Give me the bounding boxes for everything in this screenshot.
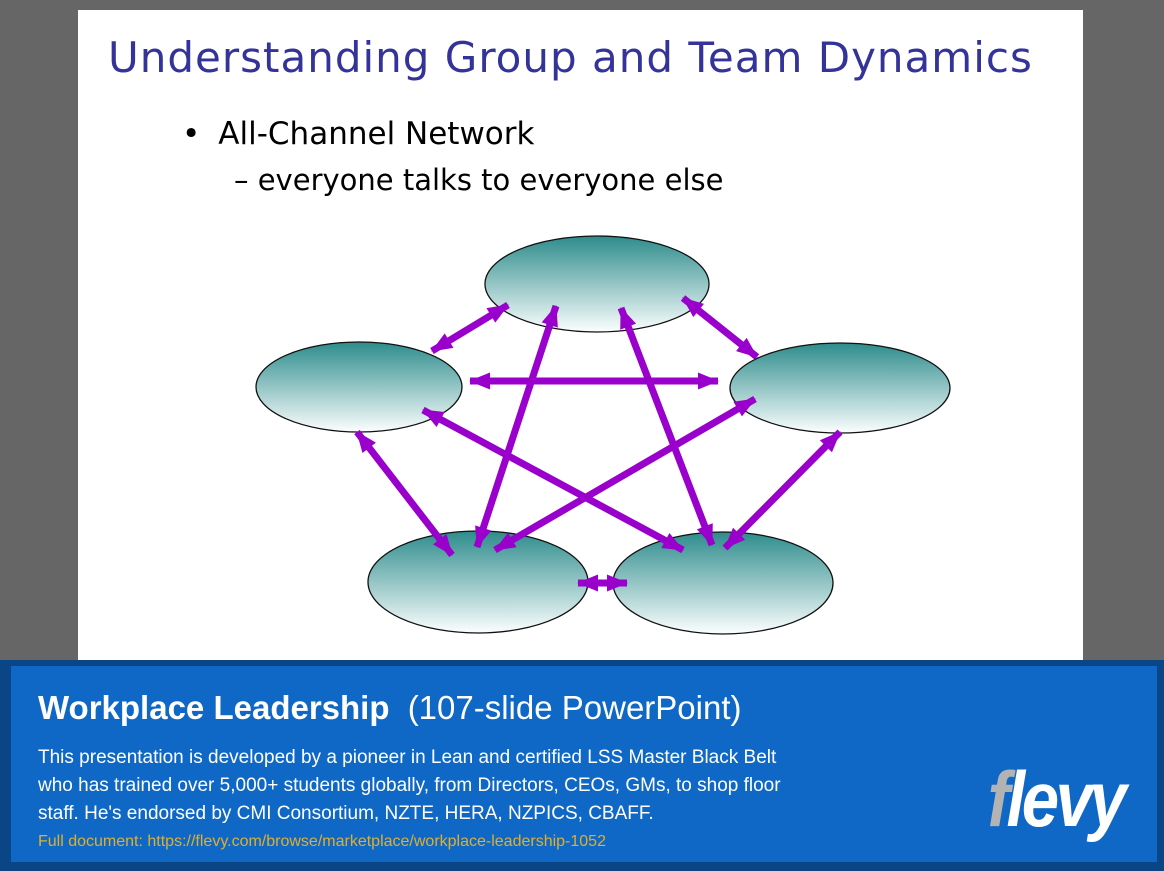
flevy-logo-levy: levy — [1006, 755, 1127, 843]
network-diagram — [255, 235, 951, 635]
slide-title: Understanding Group and Team Dynamics — [108, 33, 1033, 82]
network-link-top-right — [680, 295, 760, 360]
flevy-logo-f: f — [987, 755, 1010, 843]
bullet-text: All-Channel Network — [218, 116, 535, 152]
description-line: staff. He's endorsed by CMI Consortium, … — [38, 803, 654, 824]
document-title-name: Workplace Leadership — [38, 689, 390, 726]
banner-inner — [11, 666, 1157, 862]
network-link-top-bottom-left — [473, 304, 560, 549]
network-node-left — [255, 341, 463, 433]
network-link-left-bottom-right — [421, 406, 685, 554]
slide-preview: Understanding Group and Team Dynamics • … — [78, 10, 1083, 660]
network-link-left-bottom-left — [354, 429, 455, 558]
full-document-label: Full document: — [38, 833, 148, 850]
network-link-top-bottom-right — [617, 306, 716, 547]
document-description: This presentation is developed by a pion… — [38, 744, 781, 828]
bullet-dot: • — [182, 116, 201, 152]
diagram-nodes — [255, 235, 951, 635]
document-title: Workplace Leadership (107-slide PowerPoi… — [38, 688, 742, 728]
network-node-top — [484, 235, 710, 333]
sub-bullet-text: – everyone talks to everyone else — [234, 163, 724, 197]
document-title-meta: (107-slide PowerPoint) — [407, 689, 742, 726]
network-node-bottom-right — [612, 531, 834, 635]
full-document-line: Full document: https://flevy.com/browse/… — [38, 832, 606, 853]
diagram-links — [354, 295, 843, 592]
network-link-right-bottom-left — [493, 395, 757, 554]
full-document-link[interactable]: https://flevy.com/browse/marketplace/wor… — [147, 833, 606, 850]
bullet-item: • All-Channel Network — [182, 114, 534, 154]
network-node-right — [729, 342, 951, 434]
network-link-top-left — [430, 302, 510, 354]
description-line: who has trained over 5,000+ students glo… — [38, 775, 781, 796]
description-line: This presentation is developed by a pion… — [38, 747, 777, 768]
preview-banner: Workplace Leadership (107-slide PowerPoi… — [0, 660, 1164, 871]
network-link-right-bottom-right — [722, 429, 843, 551]
flevy-logo: flevy — [963, 760, 1148, 838]
